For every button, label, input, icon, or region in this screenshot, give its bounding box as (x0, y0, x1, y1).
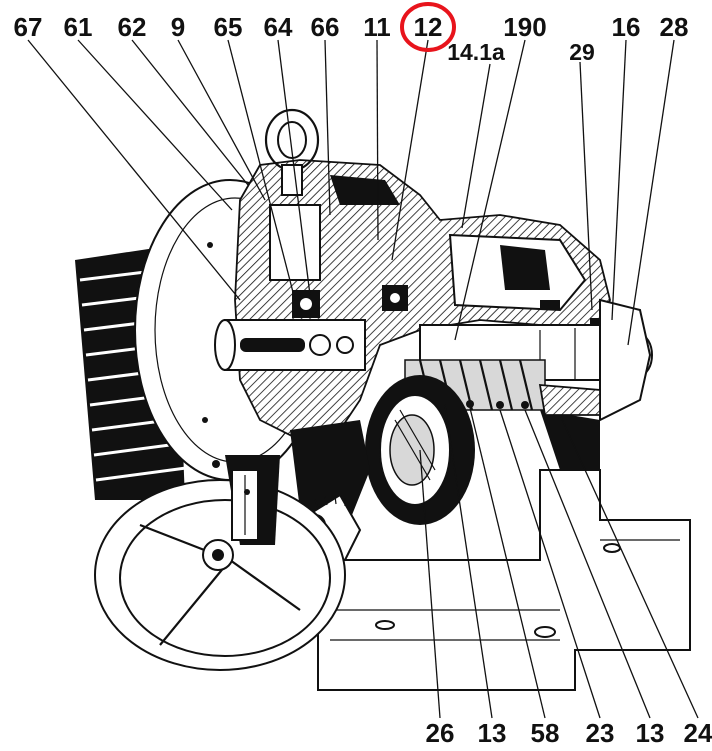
label-9: 9 (171, 12, 185, 42)
label-24: 24 (684, 718, 712, 748)
label-16: 16 (612, 12, 641, 42)
label-12: 12 (414, 12, 443, 42)
label-13-b: 13 (636, 718, 665, 748)
label-66: 66 (311, 12, 340, 42)
highlight-circle (400, 2, 456, 52)
input-shaft (214, 319, 366, 371)
label-190: 190 (503, 12, 546, 42)
label-23: 23 (586, 718, 615, 748)
label-58: 58 (531, 718, 560, 748)
label-13-a: 13 (478, 718, 507, 748)
top-labels: 67 61 62 9 65 64 66 11 12 190 16 28 (14, 12, 689, 42)
lower-housing (290, 410, 600, 520)
bottom-labels: 26 13 58 23 13 24 (426, 718, 712, 748)
label-14-1a: 14.1a (447, 39, 505, 65)
upper-labels: 14.1a 29 (447, 39, 595, 65)
label-64: 64 (264, 12, 293, 42)
label-61: 61 (64, 12, 93, 42)
label-67: 67 (14, 12, 43, 42)
machine-illustration (75, 108, 691, 691)
label-29: 29 (569, 39, 595, 65)
base-foot (317, 469, 691, 691)
lifting-eye (264, 108, 320, 196)
handwheel (94, 455, 346, 671)
worm-wheel (365, 375, 475, 525)
end-cap (538, 298, 652, 422)
label-62: 62 (118, 12, 147, 42)
label-26: 26 (426, 718, 455, 748)
label-65: 65 (214, 12, 243, 42)
label-28: 28 (660, 12, 689, 42)
label-11: 11 (363, 12, 391, 42)
leader-lines (27, 39, 699, 719)
